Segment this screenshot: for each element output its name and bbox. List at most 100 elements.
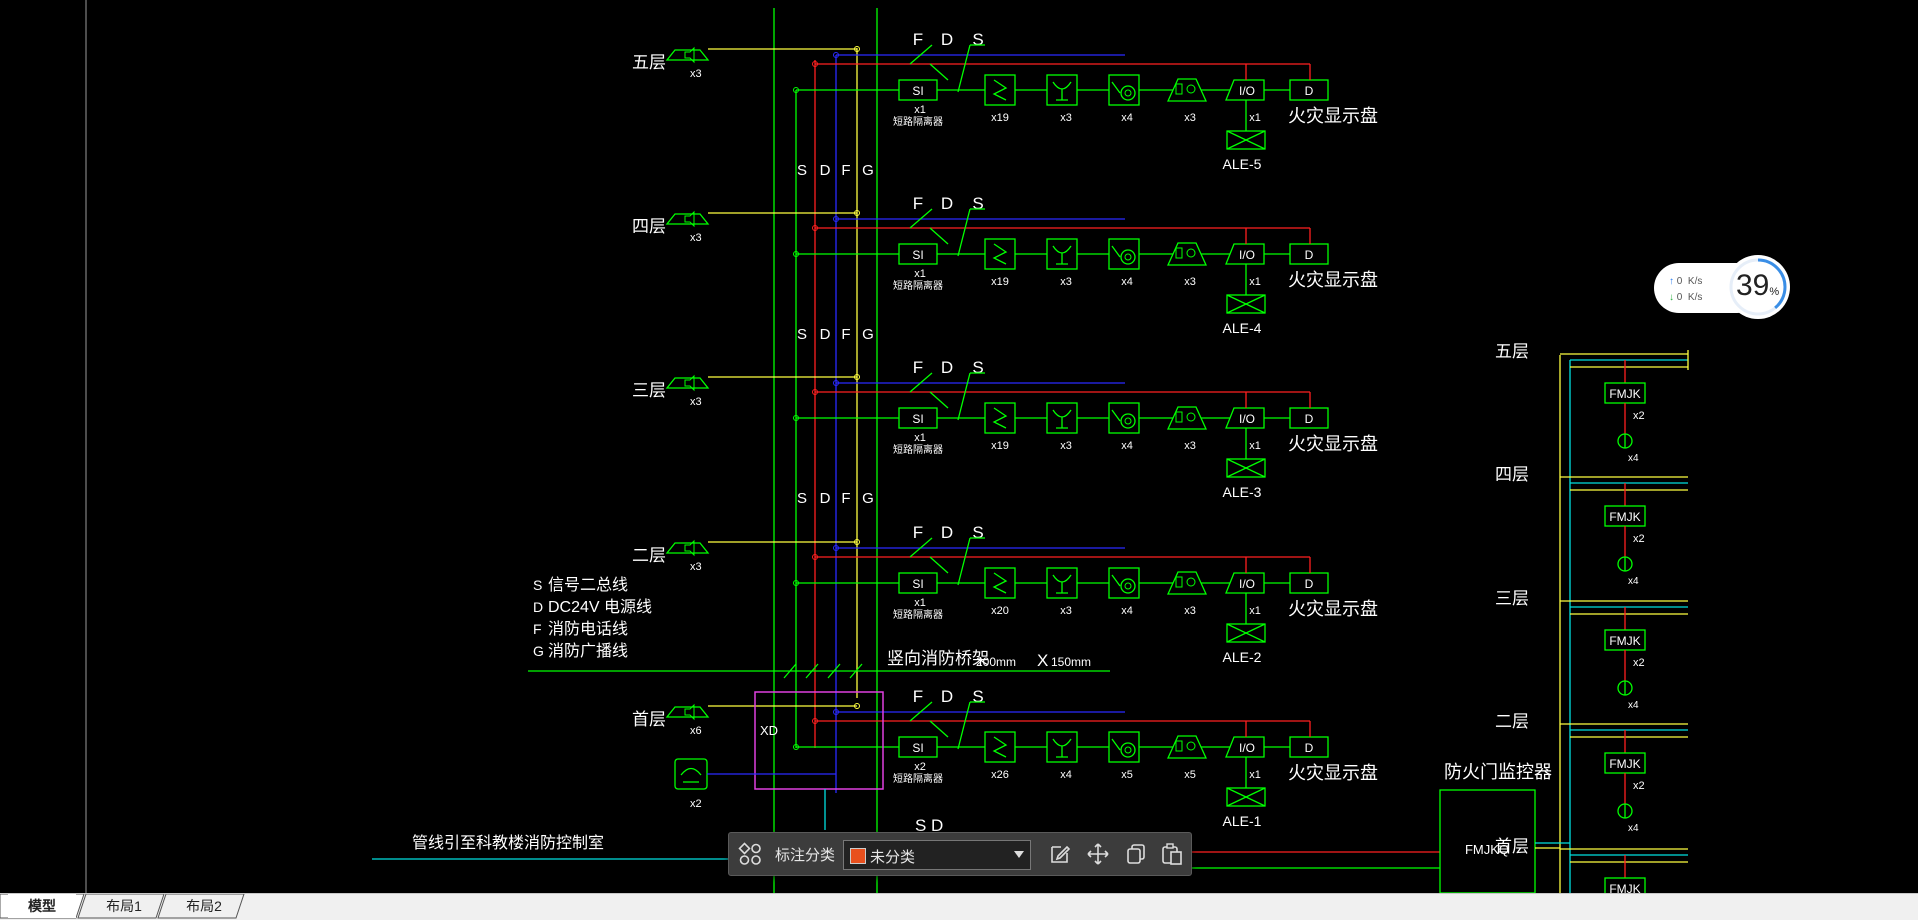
fmjk-count: x2 — [1633, 410, 1645, 422]
display-panel-box — [1289, 736, 1329, 758]
closer-count: x4 — [1628, 576, 1639, 587]
junction-dot — [793, 744, 799, 750]
smoke-symbol — [992, 572, 1008, 594]
speaker-cone-icon — [684, 703, 695, 721]
category-select-value: 未分类 — [870, 849, 916, 866]
io-module-icon — [1225, 79, 1265, 101]
bus-code-letter: D — [820, 162, 831, 179]
bus-code-letter: G — [862, 490, 874, 507]
isolator-label: 短路隔离器 — [893, 115, 943, 128]
isolator-code: SI — [912, 412, 923, 426]
legend-text: 消防广播线 — [548, 642, 628, 660]
io-count: x1 — [1249, 440, 1261, 452]
paste-icon[interactable] — [1159, 841, 1185, 867]
hydrant-tick — [1111, 245, 1121, 258]
category-color-swatch — [850, 848, 866, 864]
alarm-count: x5 — [1184, 769, 1196, 781]
hydrant-symbol-inner — [1124, 582, 1132, 590]
door-floor-label: 五层 — [1495, 342, 1529, 361]
isolator-label: 短路隔离器 — [893, 443, 943, 456]
wire-slash — [957, 44, 971, 93]
io-module-icon — [1225, 407, 1265, 429]
tab-layout2[interactable]: 布局2 — [186, 898, 222, 914]
fds-label: F — [913, 30, 923, 49]
tab-model[interactable]: 模型 — [8, 894, 76, 918]
smoke-count: x19 — [991, 440, 1009, 452]
fire-door-system: 防火门监控器FMJKQ五层FMJKx2x4四层FMJKx2x4三层FMJKx2x… — [1439, 342, 1689, 893]
io-label: I/O — [1239, 248, 1255, 262]
junction-dot — [854, 46, 860, 52]
smoke-count: x26 — [991, 769, 1009, 781]
alarm-symbol — [1186, 248, 1196, 258]
junction-dot — [793, 415, 799, 421]
tray-width: 200mm — [976, 655, 1016, 669]
alarm-symbol — [1175, 83, 1183, 95]
display-panel-box — [1289, 243, 1329, 265]
smoke-count: x20 — [991, 605, 1009, 617]
legend-code: S — [533, 577, 542, 593]
annotation-category-label: 标注分类 — [775, 847, 836, 864]
fds-label: D — [941, 358, 953, 377]
fds-label: S — [972, 358, 983, 377]
memory-usage-gauge[interactable] — [1726, 255, 1790, 319]
route-note: 管线引至科教楼消防控制室 — [412, 834, 604, 852]
ale-label: ALE-3 — [1223, 484, 1262, 500]
bus-code-letter: F — [841, 326, 850, 343]
tab-layout1[interactable]: 布局1 — [106, 898, 142, 914]
floor-label: 四层 — [632, 217, 666, 236]
io-label: I/O — [1239, 741, 1255, 755]
wire-slash — [957, 701, 971, 750]
junction-dot — [833, 545, 839, 551]
smoke-count: x19 — [991, 112, 1009, 124]
tray-slash — [849, 663, 863, 679]
ale-label: ALE-4 — [1223, 320, 1262, 336]
fds-label: S — [972, 687, 983, 706]
hydrant-tick — [1111, 409, 1121, 422]
isolator-count: x1 — [914, 597, 926, 609]
heat-symbol — [1052, 81, 1072, 101]
fds-label: D — [941, 523, 953, 542]
wire-slash — [929, 720, 949, 738]
annotation-toolbar: 标注分类 未分类 — [728, 832, 1192, 876]
hydrant-count: x4 — [1121, 276, 1133, 288]
memory-percent: 39% — [1736, 269, 1780, 302]
junction-dot — [854, 210, 860, 216]
display-panel-box — [1289, 407, 1329, 429]
hydrant-symbol — [1120, 85, 1136, 101]
legend-text: 信号二总线 — [548, 576, 628, 594]
isolator-count: x2 — [914, 761, 926, 773]
bus-code-letter: S — [797, 162, 807, 179]
fds-label: S — [972, 523, 983, 542]
smoke-symbol — [992, 736, 1008, 758]
io-module-icon — [1225, 572, 1265, 594]
fmjk-count: x2 — [1633, 780, 1645, 792]
copy-icon[interactable] — [1123, 841, 1149, 867]
smoke-detector-icon — [984, 238, 1016, 270]
hydrant-tick — [1111, 81, 1121, 94]
wire-slash — [909, 372, 933, 393]
display-panel-box — [1289, 572, 1329, 594]
move-icon[interactable] — [1085, 841, 1111, 867]
wire-slash — [929, 227, 949, 245]
hydrant-count: x4 — [1121, 112, 1133, 124]
tray-slash — [783, 663, 797, 679]
hydrant-symbol-inner — [1124, 89, 1132, 97]
hydrant-tick — [1111, 738, 1121, 751]
smoke-symbol — [992, 79, 1008, 101]
io-label: I/O — [1239, 412, 1255, 426]
edit-icon[interactable] — [1047, 841, 1073, 867]
alarm-symbol — [1186, 84, 1196, 94]
io-label: I/O — [1239, 84, 1255, 98]
heat-symbol — [1052, 409, 1072, 429]
ale-cross — [1226, 623, 1266, 643]
network-speed-widget[interactable]: ↑ 0 K/s ↓ 0 K/s 39% — [1654, 255, 1790, 321]
smoke-count: x19 — [991, 276, 1009, 288]
category-grid-icon[interactable] — [737, 841, 763, 867]
door-floor-label: 二层 — [1495, 712, 1529, 731]
wire-slash — [929, 391, 949, 409]
category-select[interactable]: 未分类 — [843, 840, 1031, 870]
wire-slash — [909, 701, 933, 722]
